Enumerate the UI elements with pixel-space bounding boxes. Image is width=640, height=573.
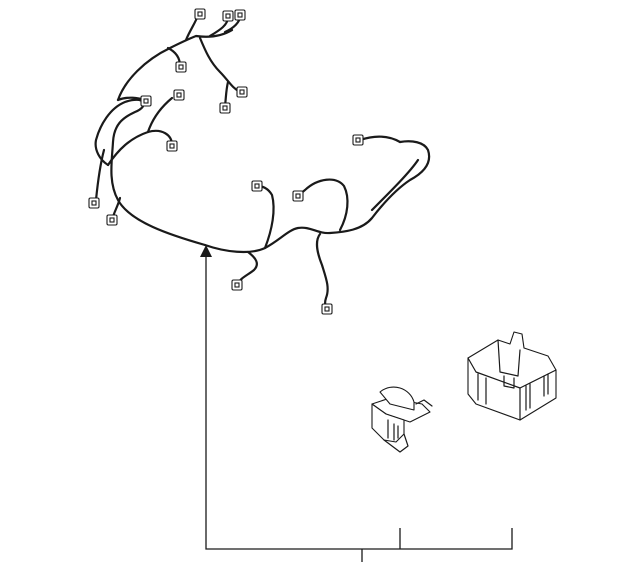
connector xyxy=(222,10,234,22)
harness-branch-to-224 xyxy=(223,80,230,108)
protector-cover xyxy=(467,331,557,421)
connector xyxy=(231,279,243,291)
arrow-head xyxy=(200,245,212,257)
wire-harness xyxy=(88,8,431,315)
connector xyxy=(166,140,178,152)
connector xyxy=(219,102,231,114)
harness-branch-298 xyxy=(296,178,349,232)
harness-branch-178 xyxy=(146,96,174,134)
connector xyxy=(173,89,185,101)
connector xyxy=(140,95,152,107)
harness-branch-right-down xyxy=(198,36,242,94)
harness-branch-inner-loop xyxy=(106,129,174,167)
connector xyxy=(175,61,187,73)
harness-main-trunk xyxy=(94,98,207,247)
harness-branch-238 xyxy=(236,250,258,286)
connector xyxy=(194,8,206,20)
connector xyxy=(236,86,248,98)
harness-branch-256 xyxy=(256,184,275,250)
leader-to-harness xyxy=(205,255,513,550)
connector xyxy=(251,180,263,192)
harness-branch-328 xyxy=(315,232,330,312)
harness-top-arc xyxy=(116,28,234,102)
harness-branch-358b xyxy=(358,135,402,144)
connector xyxy=(321,303,333,315)
clip-bracket xyxy=(371,386,433,453)
connector xyxy=(352,134,364,146)
harness-branch-358 xyxy=(370,158,420,212)
connector xyxy=(88,197,100,209)
connector xyxy=(106,214,118,226)
harness-bottom-run xyxy=(203,140,431,254)
connector xyxy=(234,9,246,21)
connector xyxy=(292,190,304,202)
callout-leaders xyxy=(200,245,513,562)
harness-branch-left-down xyxy=(94,148,106,202)
